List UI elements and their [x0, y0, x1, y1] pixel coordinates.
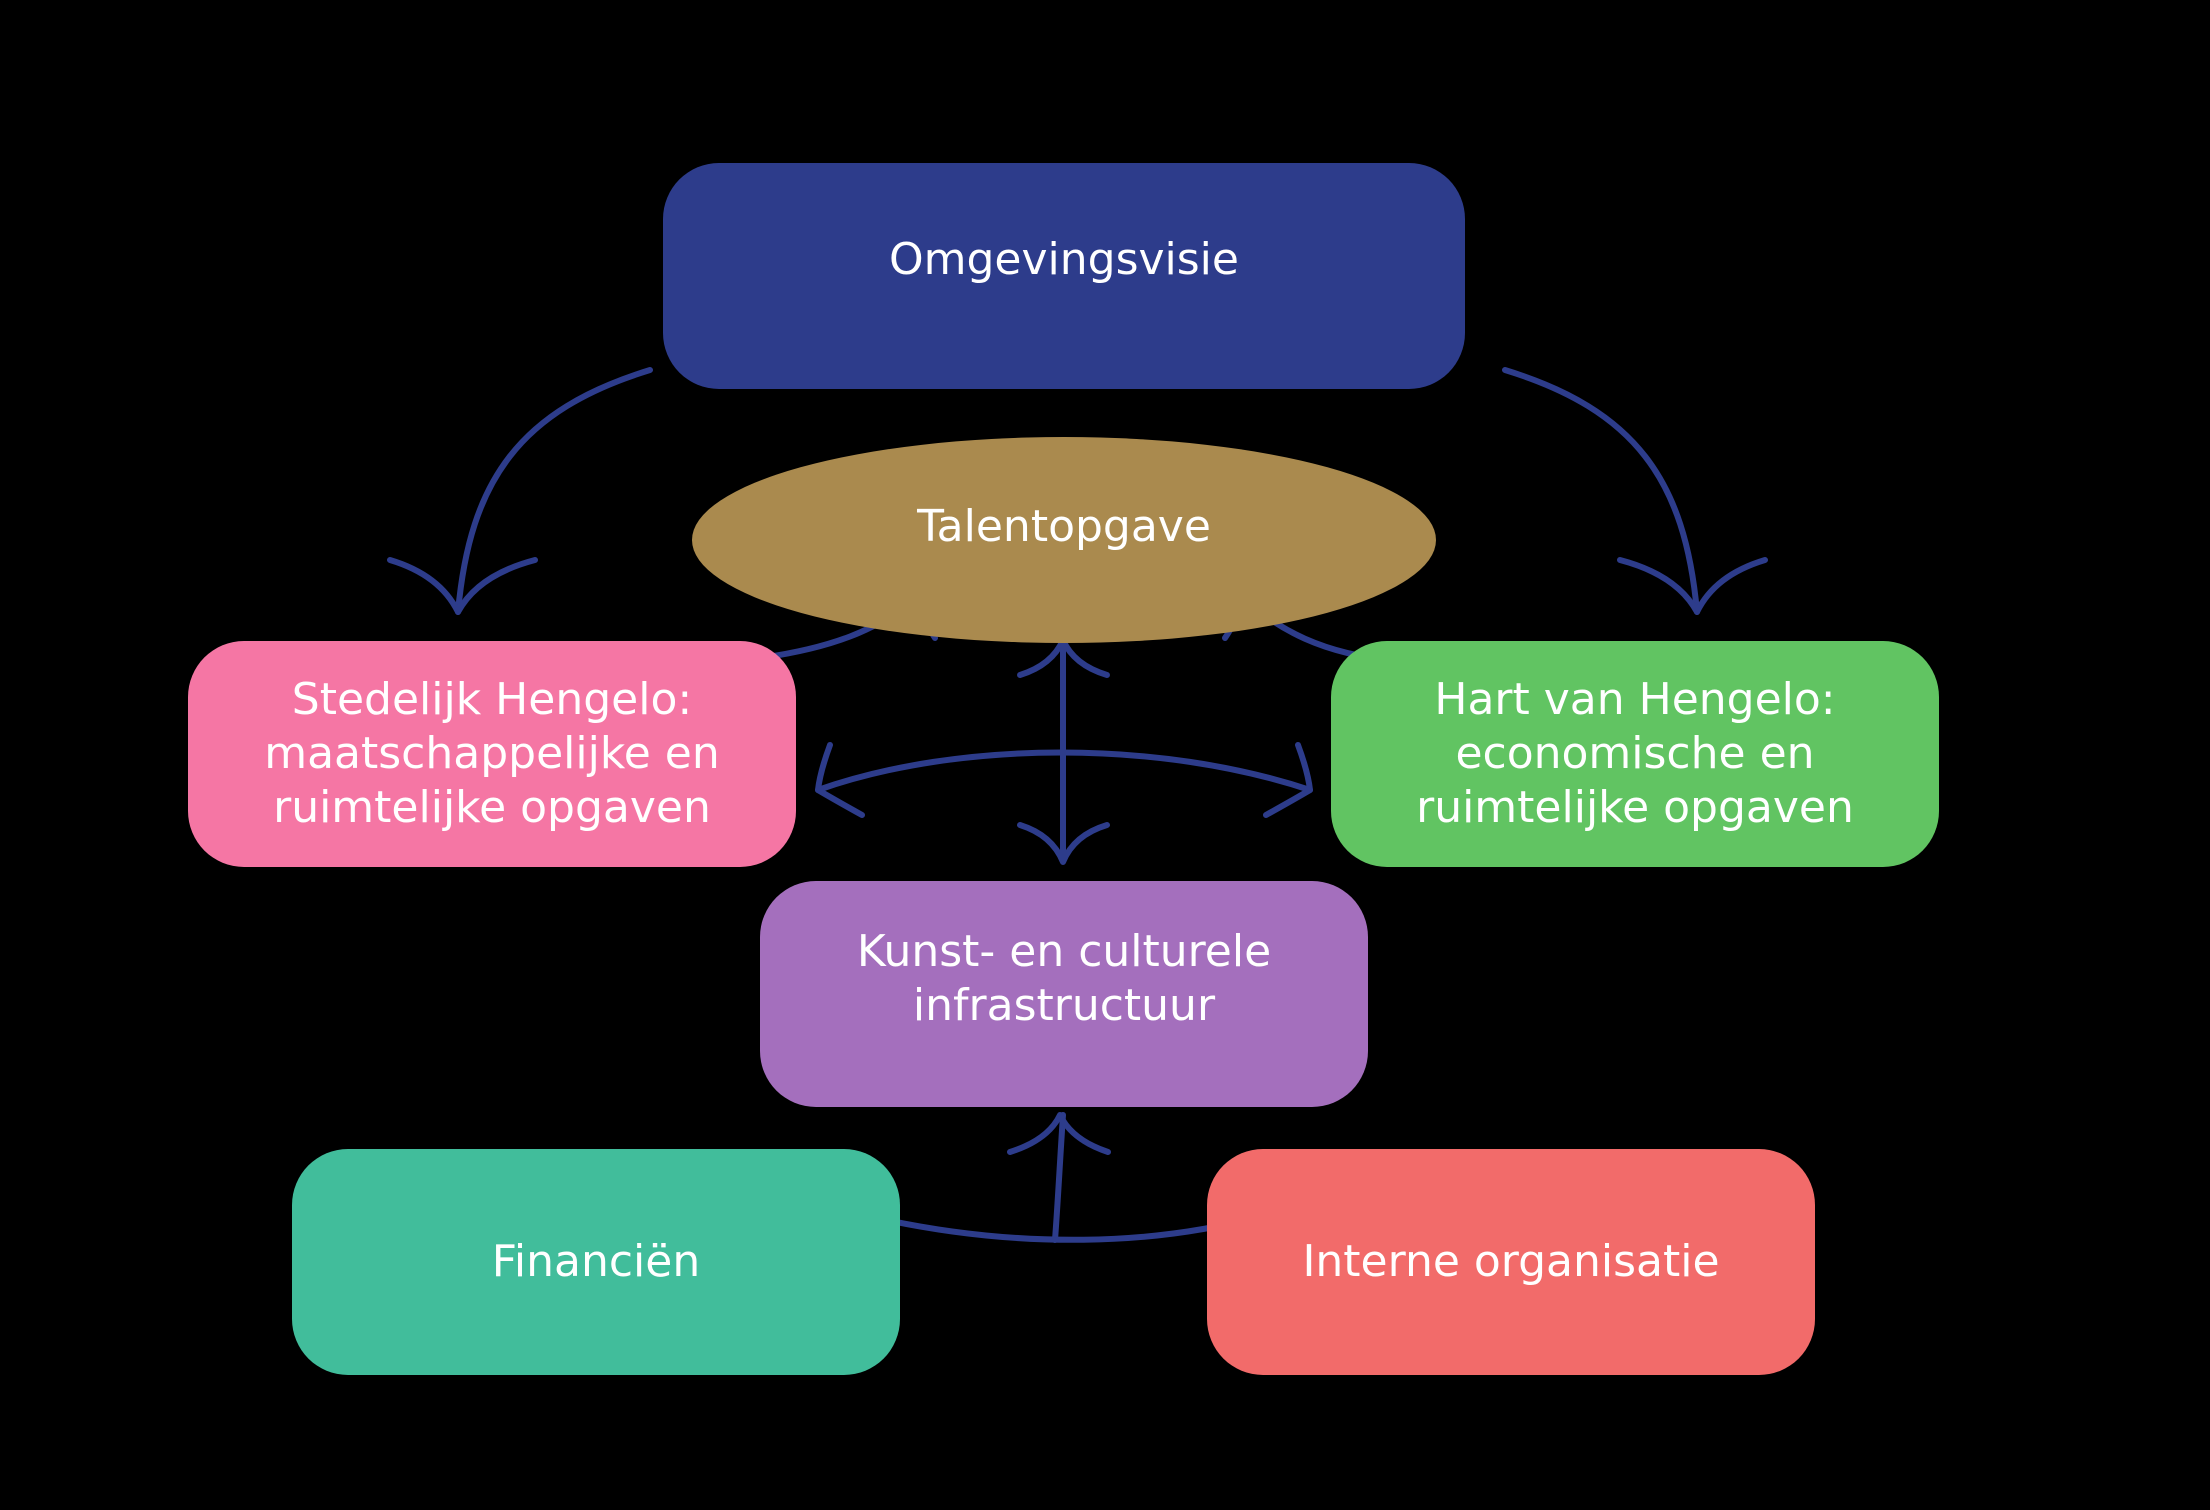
arrow-stedelijk-to-hart	[815, 749, 1313, 793]
node-label-line: Hart van Hengelo:	[1434, 674, 1836, 725]
node-label: Financiën	[491, 1236, 701, 1287]
arrowhead-down-kunst	[1017, 822, 1110, 865]
arrowhead-left-stedelijk	[815, 742, 865, 818]
node-stedelijk-hengelo: Stedelijk Hengelo: maatschappelijke en r…	[188, 641, 796, 867]
node-label-line: economische en	[1455, 728, 1815, 779]
arrow-omgevingsvisie-to-hart	[1502, 367, 1700, 615]
node-label-line: ruimtelijke opgaven	[1416, 782, 1854, 833]
node-label-line: Stedelijk Hengelo:	[291, 674, 693, 725]
node-interne-organisatie: Interne organisatie	[1207, 1149, 1815, 1375]
arrowhead-up-kunst	[1007, 1112, 1111, 1155]
node-talentopgave: Talentopgave	[692, 437, 1436, 643]
node-label: Interne organisatie	[1302, 1236, 1720, 1287]
arrow-bottom-to-kunst	[1052, 1112, 1066, 1243]
node-label: Talentopgave	[917, 501, 1211, 552]
node-label-line: infrastructuur	[912, 980, 1216, 1031]
arrowhead-right-hart	[1263, 742, 1313, 818]
node-label-line: ruimtelijke opgaven	[273, 782, 711, 833]
arrowhead-omgevingsvisie-to-stedelijk	[387, 557, 538, 615]
arrowhead-omgevingsvisie-to-hart	[1617, 557, 1768, 615]
node-label-line: Kunst- en culturele	[856, 926, 1272, 977]
node-financien: Financiën	[292, 1149, 900, 1375]
node-omgevingsvisie: Omgevingsvisie	[663, 163, 1465, 389]
node-label: Omgevingsvisie	[889, 234, 1239, 285]
node-kunst-culturele-infrastructuur: Kunst- en culturele infrastructuur	[760, 881, 1368, 1107]
node-hart-van-hengelo: Hart van Hengelo: economische en ruimtel…	[1331, 641, 1939, 867]
node-label-line: maatschappelijke en	[264, 728, 720, 779]
arrow-omgevingsvisie-to-stedelijk	[455, 367, 653, 615]
